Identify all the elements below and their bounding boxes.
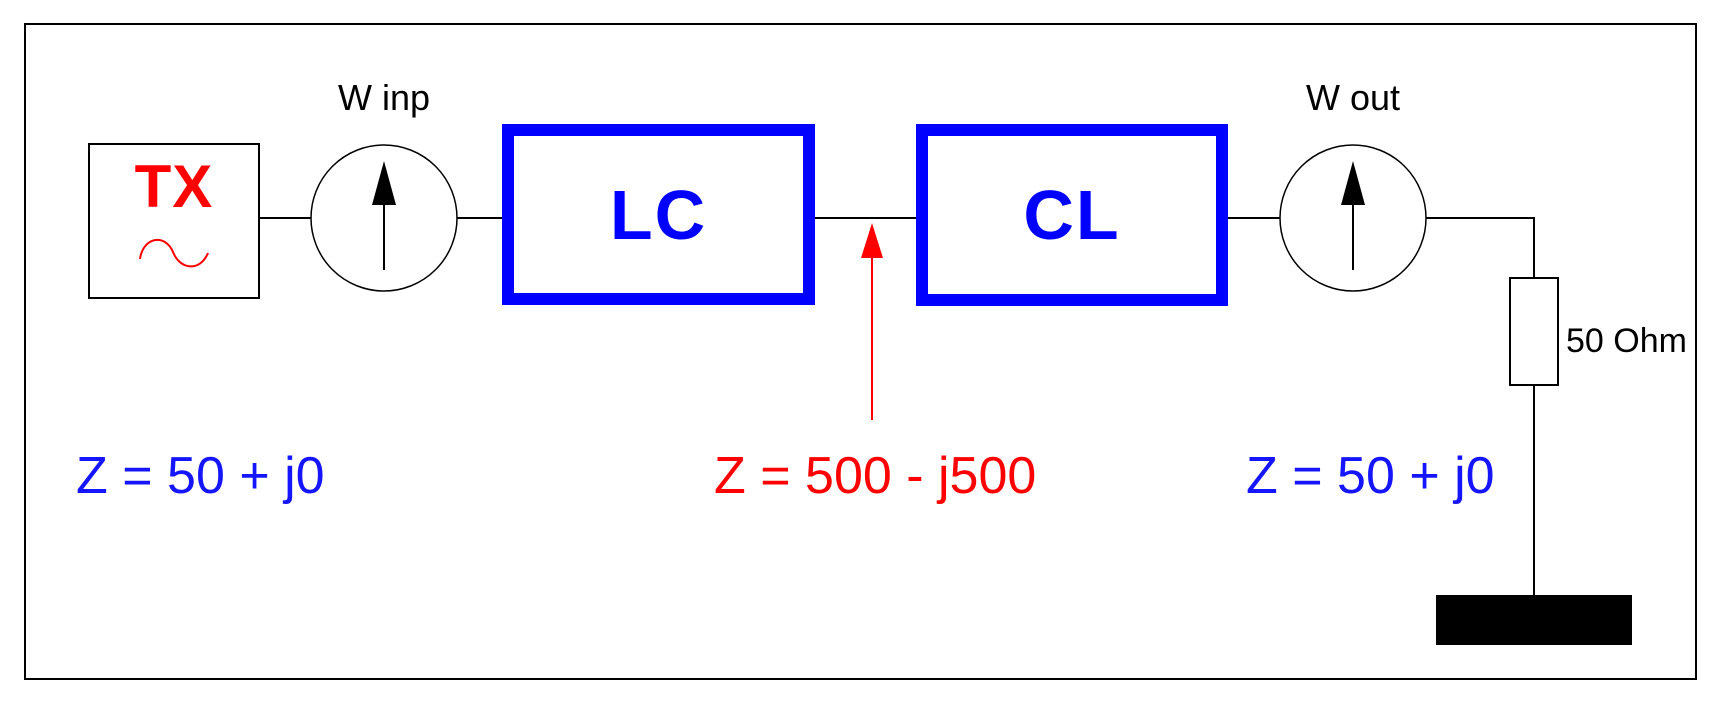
- load-resistor: [1509, 277, 1559, 386]
- arrow-up-icon: [372, 161, 396, 270]
- sine-wave-icon: [139, 238, 209, 268]
- cl-network-block: CL: [916, 124, 1228, 306]
- output-power-meter: [1279, 144, 1427, 292]
- output-impedance-label: Z = 50 + j0: [1246, 447, 1495, 505]
- transmitter-label: TX: [134, 153, 214, 220]
- ground-symbol: [1436, 595, 1632, 645]
- diagram-border: [24, 23, 1697, 680]
- load-resistor-label: 50 Ohm: [1566, 322, 1687, 360]
- output-meter-label: W out: [1305, 77, 1401, 118]
- cl-block-label: CL: [1023, 176, 1121, 254]
- input-power-meter: [310, 144, 458, 292]
- lc-network-block: LC: [502, 124, 815, 305]
- input-meter-label: W inp: [337, 77, 431, 118]
- arrow-up-icon: [1341, 161, 1365, 270]
- lc-block-label: LC: [609, 175, 708, 254]
- transmitter-box: TX: [88, 143, 260, 299]
- junction-impedance-label: Z = 500 - j500: [714, 447, 1037, 505]
- input-impedance-label: Z = 50 + j0: [76, 447, 325, 505]
